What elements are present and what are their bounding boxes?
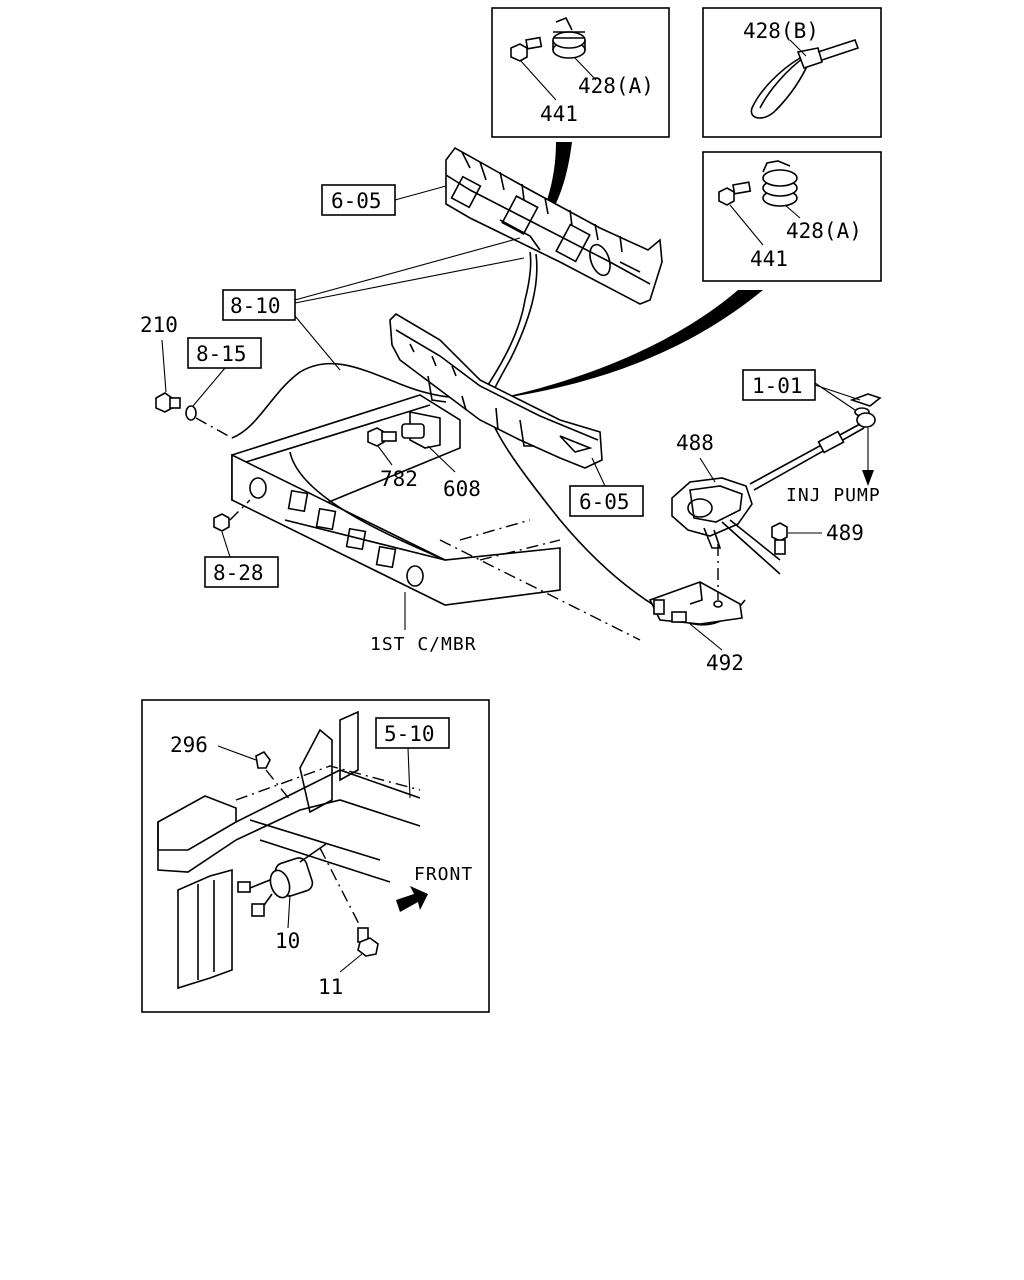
svg-text:8-15: 8-15 [196, 342, 247, 366]
svg-text:6-05: 6-05 [331, 189, 382, 213]
ref-815-callout[interactable]: 8-15 [187, 337, 262, 369]
inset-clamp-a: 428(A) 441 [491, 7, 670, 138]
inset-clamp-c: 428(A) 441 [702, 151, 882, 282]
inset-c-clamp-label: 428(A) [786, 219, 862, 243]
control-rod [749, 412, 876, 491]
ref-810-callout[interactable]: 8-10 [222, 289, 296, 321]
part-296-label: 296 [170, 733, 208, 757]
inset-c-bolt-label: 441 [750, 247, 788, 271]
bolt-489 [771, 522, 788, 555]
part-782-label: 782 [380, 467, 418, 491]
inset-a-bolt-label: 441 [540, 102, 578, 126]
svg-text:1-01: 1-01 [752, 374, 803, 398]
washer-815 [185, 405, 197, 421]
lower-inset [141, 699, 490, 1013]
inset-a-leader-wedge [528, 142, 572, 242]
part-210-label: 210 [140, 313, 178, 337]
direction-arrow-icon [862, 470, 874, 486]
clip-296 [255, 750, 271, 769]
clamp-428a-icon [552, 16, 586, 59]
upper-crossmember [445, 146, 663, 305]
inset-a-clamp-label: 428(A) [578, 74, 654, 98]
inset-c-leader-wedge [490, 290, 763, 400]
cable-tie-428b-icon [750, 39, 860, 119]
ref-101-callout[interactable]: 1-01 [742, 369, 816, 401]
accelerator-control-488 [671, 477, 781, 575]
bolt-210 [155, 392, 181, 413]
front-label: FRONT [414, 864, 473, 885]
front-arrow-icon [396, 886, 428, 912]
bolt-441-icon [718, 181, 752, 206]
part-488-label: 488 [676, 431, 714, 455]
part-489-label: 489 [826, 521, 864, 545]
bolt-11 [357, 927, 379, 957]
svg-text:5-10: 5-10 [384, 722, 435, 746]
svg-text:8-10: 8-10 [230, 294, 281, 318]
inset-b-strap-label: 428(B) [743, 19, 819, 43]
part-10-label: 10 [275, 929, 300, 953]
ref-605-bottom-callout[interactable]: 6-05 [569, 485, 644, 517]
svg-text:6-05: 6-05 [579, 490, 630, 514]
part-11-label: 11 [318, 975, 343, 999]
solenoid-10 [237, 843, 327, 917]
inset-strap-b: 428(B) [702, 7, 882, 138]
lever-clip-icon [849, 393, 882, 407]
first-crossmember-label: 1ST C/MBR [370, 634, 477, 655]
part-492-label: 492 [706, 651, 744, 675]
svg-text:8-28: 8-28 [213, 561, 264, 585]
ref-828-callout[interactable]: 8-28 [204, 556, 279, 588]
bracket-608 [401, 411, 441, 449]
ref-605-top-callout[interactable]: 6-05 [321, 184, 396, 216]
clamp-428a-icon [762, 160, 798, 207]
part-608-label: 608 [443, 477, 481, 501]
bracket-492 [648, 581, 743, 625]
bolt-441-icon [510, 36, 543, 62]
nut-828 [213, 513, 230, 532]
inj-pump-label: INJ PUMP [786, 485, 881, 506]
lower-bracket-member [389, 312, 603, 469]
ref-510-callout[interactable]: 5-10 [375, 717, 450, 749]
bolt-782 [367, 427, 397, 447]
